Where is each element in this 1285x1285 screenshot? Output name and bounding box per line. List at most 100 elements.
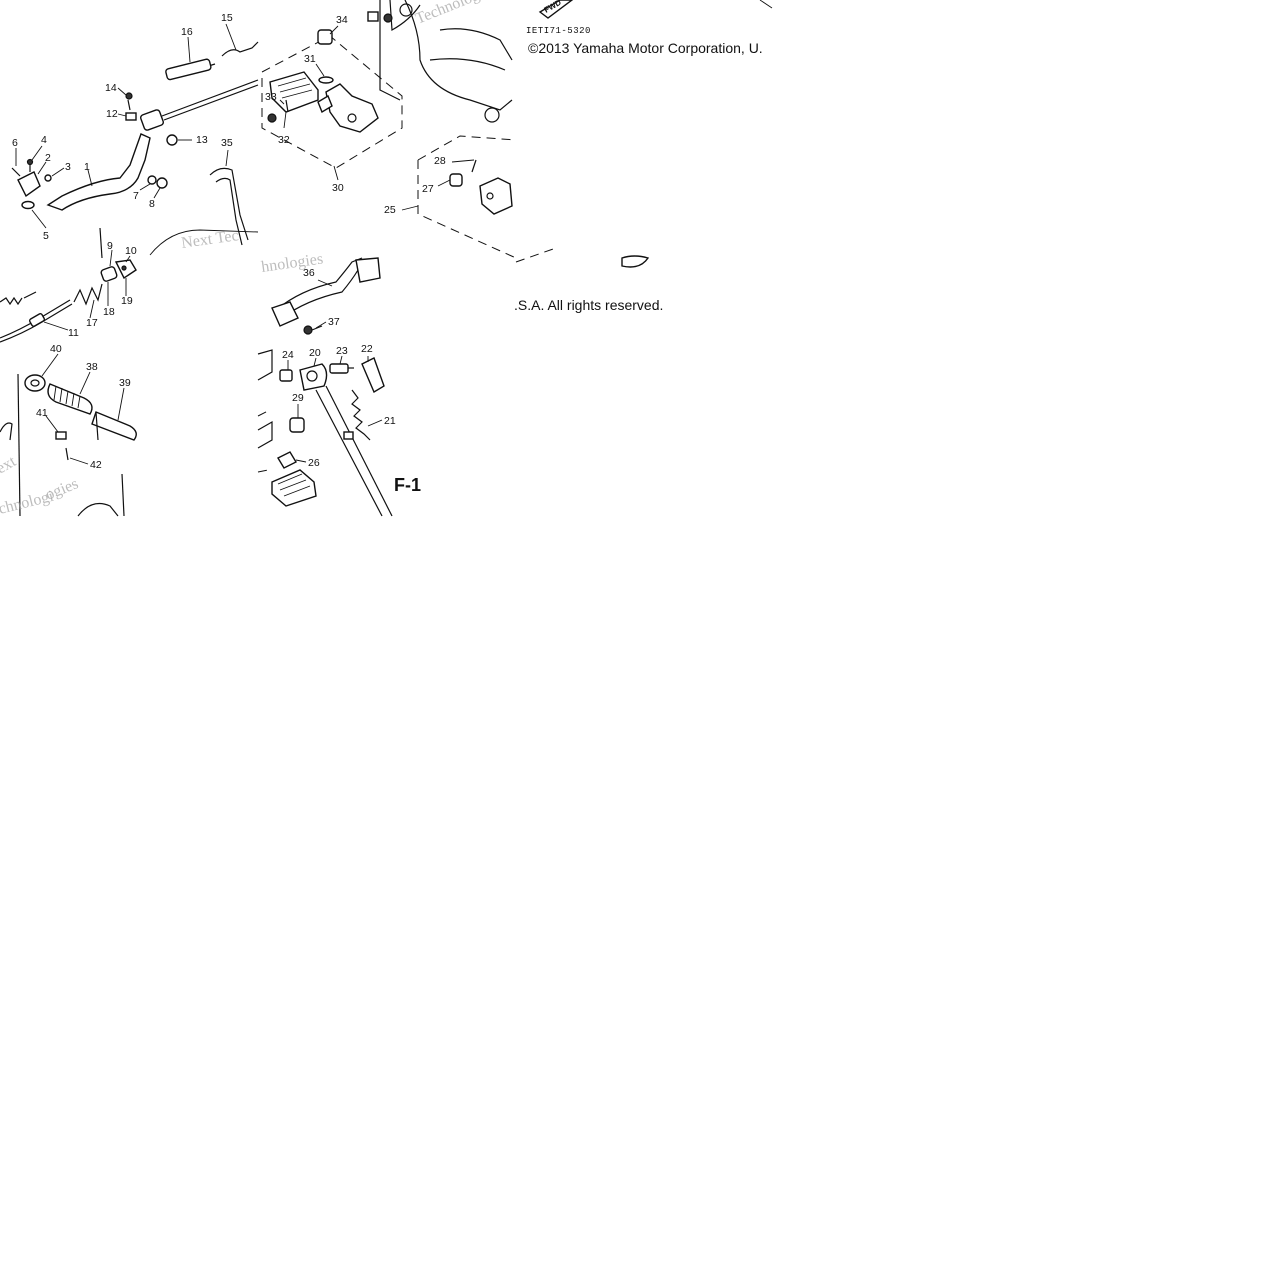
dashed-line: [257, 469, 269, 473]
leader-27: [437, 179, 451, 187]
part-3-spring: [44, 174, 52, 182]
leader-36: [317, 279, 333, 287]
frame-line: [99, 227, 103, 259]
part-35-pipe: [209, 167, 249, 241]
part-26-teeth: [277, 473, 311, 497]
copyright-bottom: .S.A. All rights reserved.: [514, 297, 663, 313]
part-5-washer: [21, 200, 35, 210]
leader-7: [139, 183, 151, 191]
dashed-group-25: [417, 135, 517, 161]
frame-curve: [0, 422, 13, 441]
part-19-hole: [121, 265, 127, 271]
part-42-pin: [65, 447, 69, 461]
callout-4: 4: [41, 134, 47, 146]
callout-7: 7: [133, 190, 139, 202]
leader-11: [43, 321, 69, 331]
leader-1: [87, 169, 93, 187]
leader-41: [45, 415, 59, 433]
dashed-group-25: [417, 160, 517, 259]
part-stand-tab: [343, 431, 354, 440]
dashed-group-25-tail: [515, 247, 557, 263]
callout-5: 5: [43, 230, 49, 242]
callout-34: 34: [336, 14, 348, 26]
frame-curve: [257, 349, 273, 381]
frame-line: [17, 373, 21, 517]
part-20-pivot: [299, 363, 328, 391]
part-spring-hook: [23, 291, 37, 299]
callout-19: 19: [121, 295, 133, 307]
callout-13: 13: [196, 134, 208, 146]
leader-14: [117, 87, 127, 96]
part-17-spring: [73, 283, 103, 306]
leader-31: [315, 63, 325, 77]
part-4-bolt: [26, 158, 34, 166]
callout-25: 25: [384, 204, 396, 216]
callout-27: 27: [422, 183, 434, 195]
part-13-nut: [166, 134, 178, 146]
part-32-pin: [285, 99, 289, 113]
diagram-code: IETI71-5320: [526, 26, 591, 36]
leader-20: [313, 357, 317, 367]
leader-3: [51, 167, 65, 177]
part-spring: [0, 296, 23, 306]
frame-curve: [149, 229, 259, 256]
fwd-arrow-icon: FWD: [538, 0, 574, 19]
leader-30: [333, 165, 339, 181]
part-bracket-hole: [347, 113, 357, 123]
part-20-stand: [315, 389, 383, 517]
part-38-ridges: [53, 385, 81, 409]
callout-3: 3: [65, 161, 71, 173]
callout-35: 35: [221, 137, 233, 149]
callout-11: 11: [68, 327, 79, 339]
callout-17: 17: [86, 317, 98, 329]
part-36-clamp: [355, 257, 381, 283]
part-15-clip: [221, 41, 259, 57]
leader-8: [153, 187, 161, 199]
part-7-washer: [147, 175, 157, 185]
leader-37: [315, 321, 327, 329]
leader-4: [31, 145, 43, 161]
leader-16: [187, 36, 191, 63]
callout-8: 8: [149, 198, 155, 210]
callout-32: 32: [278, 134, 290, 146]
part-33-teeth: [277, 77, 313, 99]
leader-21: [367, 419, 383, 427]
leader-10: [125, 255, 131, 263]
callout-9: 9: [107, 240, 113, 252]
callout-33: 33: [265, 91, 277, 103]
tile-top-left: Next Tec 15 16 14 12 13 35 1 6 4 2 3 5 7…: [11, 12, 259, 259]
callout-20: 20: [309, 347, 321, 359]
dashed-line: [257, 409, 271, 417]
leader-39: [117, 387, 125, 421]
callout-41: 41: [36, 407, 48, 419]
leader-32: [283, 111, 287, 129]
part-nut: [383, 13, 393, 23]
part-37-bolt: [303, 325, 313, 335]
leader-17: [89, 299, 95, 319]
part-rod: [161, 79, 259, 117]
part-26-footpeg: [271, 469, 317, 507]
part-31-washer: [318, 76, 334, 84]
leader-5: [31, 209, 47, 229]
leader-40: [41, 353, 59, 377]
callout-18: 18: [103, 306, 115, 318]
part-14-shaft: [127, 99, 131, 111]
frame-line: [379, 0, 401, 101]
copyright-top: ©2013 Yamaha Motor Corporation, U.: [528, 40, 763, 56]
part-28-pin: [471, 159, 477, 173]
part-21-spring: [351, 389, 371, 441]
callout-24: 24: [282, 349, 294, 361]
frame-line: [121, 473, 125, 517]
frame-bolt: [399, 3, 413, 17]
frame-curve: [77, 503, 119, 517]
tile-top-right: FWD IETI71-5320 ©2013 Yamaha Motor Corpo…: [515, 0, 773, 268]
leader-23: [339, 355, 343, 365]
part-37-shaft: [311, 325, 323, 331]
page-label: F-1: [394, 475, 421, 495]
callout-28: 28: [434, 155, 446, 167]
leader-28: [451, 159, 475, 163]
part-bolt: [367, 11, 379, 22]
frame-curve: [439, 28, 513, 61]
part-39-head: [95, 411, 99, 441]
